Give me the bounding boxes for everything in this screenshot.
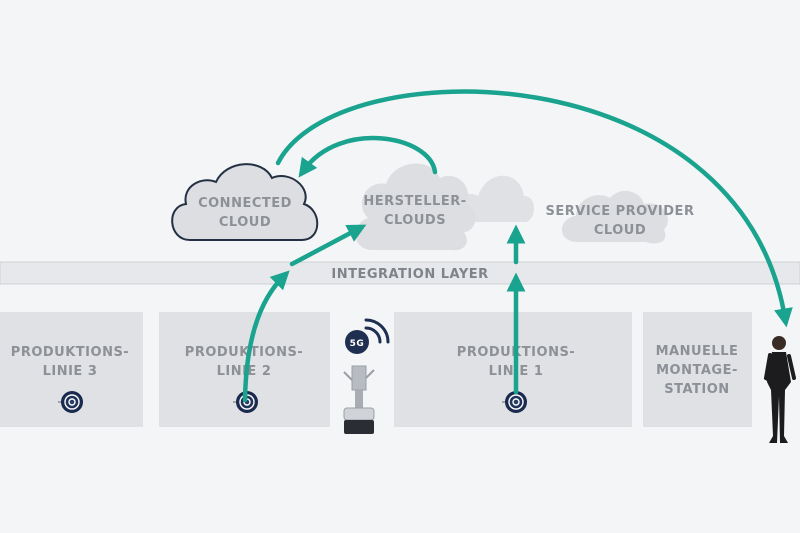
person-with-headset-icon bbox=[763, 336, 796, 443]
integration-layer-label: INTEGRATION LAYER bbox=[331, 267, 488, 282]
station-montage-label-3: STATION bbox=[664, 382, 729, 397]
mobile-robot-icon: 5G bbox=[343, 318, 390, 434]
service-provider-cloud-label-1: SERVICE PROVIDER bbox=[546, 204, 695, 219]
integration-layer: INTEGRATION LAYER bbox=[0, 261, 800, 285]
station-linie-2-label-1: PRODUKTIONS- bbox=[185, 345, 303, 360]
station-manuelle-montage: MANUELLE MONTAGE- STATION bbox=[643, 312, 752, 427]
target-sensor-icon bbox=[58, 391, 83, 413]
station-montage-label-2: MONTAGE- bbox=[656, 363, 738, 378]
service-provider-cloud-label-2: CLOUD bbox=[594, 223, 646, 238]
connection-arrows bbox=[242, 89, 793, 403]
5g-badge-label: 5G bbox=[350, 339, 365, 349]
wifi-signal-icon bbox=[364, 318, 390, 344]
connected-cloud: CONNECTED CLOUD bbox=[171, 163, 319, 241]
hersteller-clouds-label-2: CLOUDS bbox=[384, 213, 446, 228]
arrow-connected-to-montage bbox=[275, 89, 793, 328]
5g-badge bbox=[345, 330, 369, 354]
target-sensor-icon bbox=[233, 391, 258, 413]
hersteller-clouds: HERSTELLER- CLOUDS bbox=[355, 163, 534, 251]
station-linie-3-label-2: LINIE 3 bbox=[43, 364, 98, 379]
arrow-integration-to-hersteller bbox=[289, 224, 367, 267]
station-linie-3-label-1: PRODUKTIONS- bbox=[11, 345, 129, 360]
station-montage-label-1: MANUELLE bbox=[656, 344, 739, 359]
station-linie-2-label-2: LINIE 2 bbox=[217, 364, 272, 379]
connected-cloud-label-1: CONNECTED bbox=[198, 196, 292, 211]
service-provider-cloud: SERVICE PROVIDER CLOUD bbox=[546, 190, 695, 244]
hersteller-clouds-label-1: HERSTELLER- bbox=[363, 194, 466, 209]
arrow-linie2-to-integration bbox=[242, 270, 290, 403]
target-sensor-icon bbox=[502, 391, 527, 413]
arrow-hersteller-to-connected bbox=[298, 135, 438, 178]
connected-cloud-label-2: CLOUD bbox=[219, 215, 271, 230]
